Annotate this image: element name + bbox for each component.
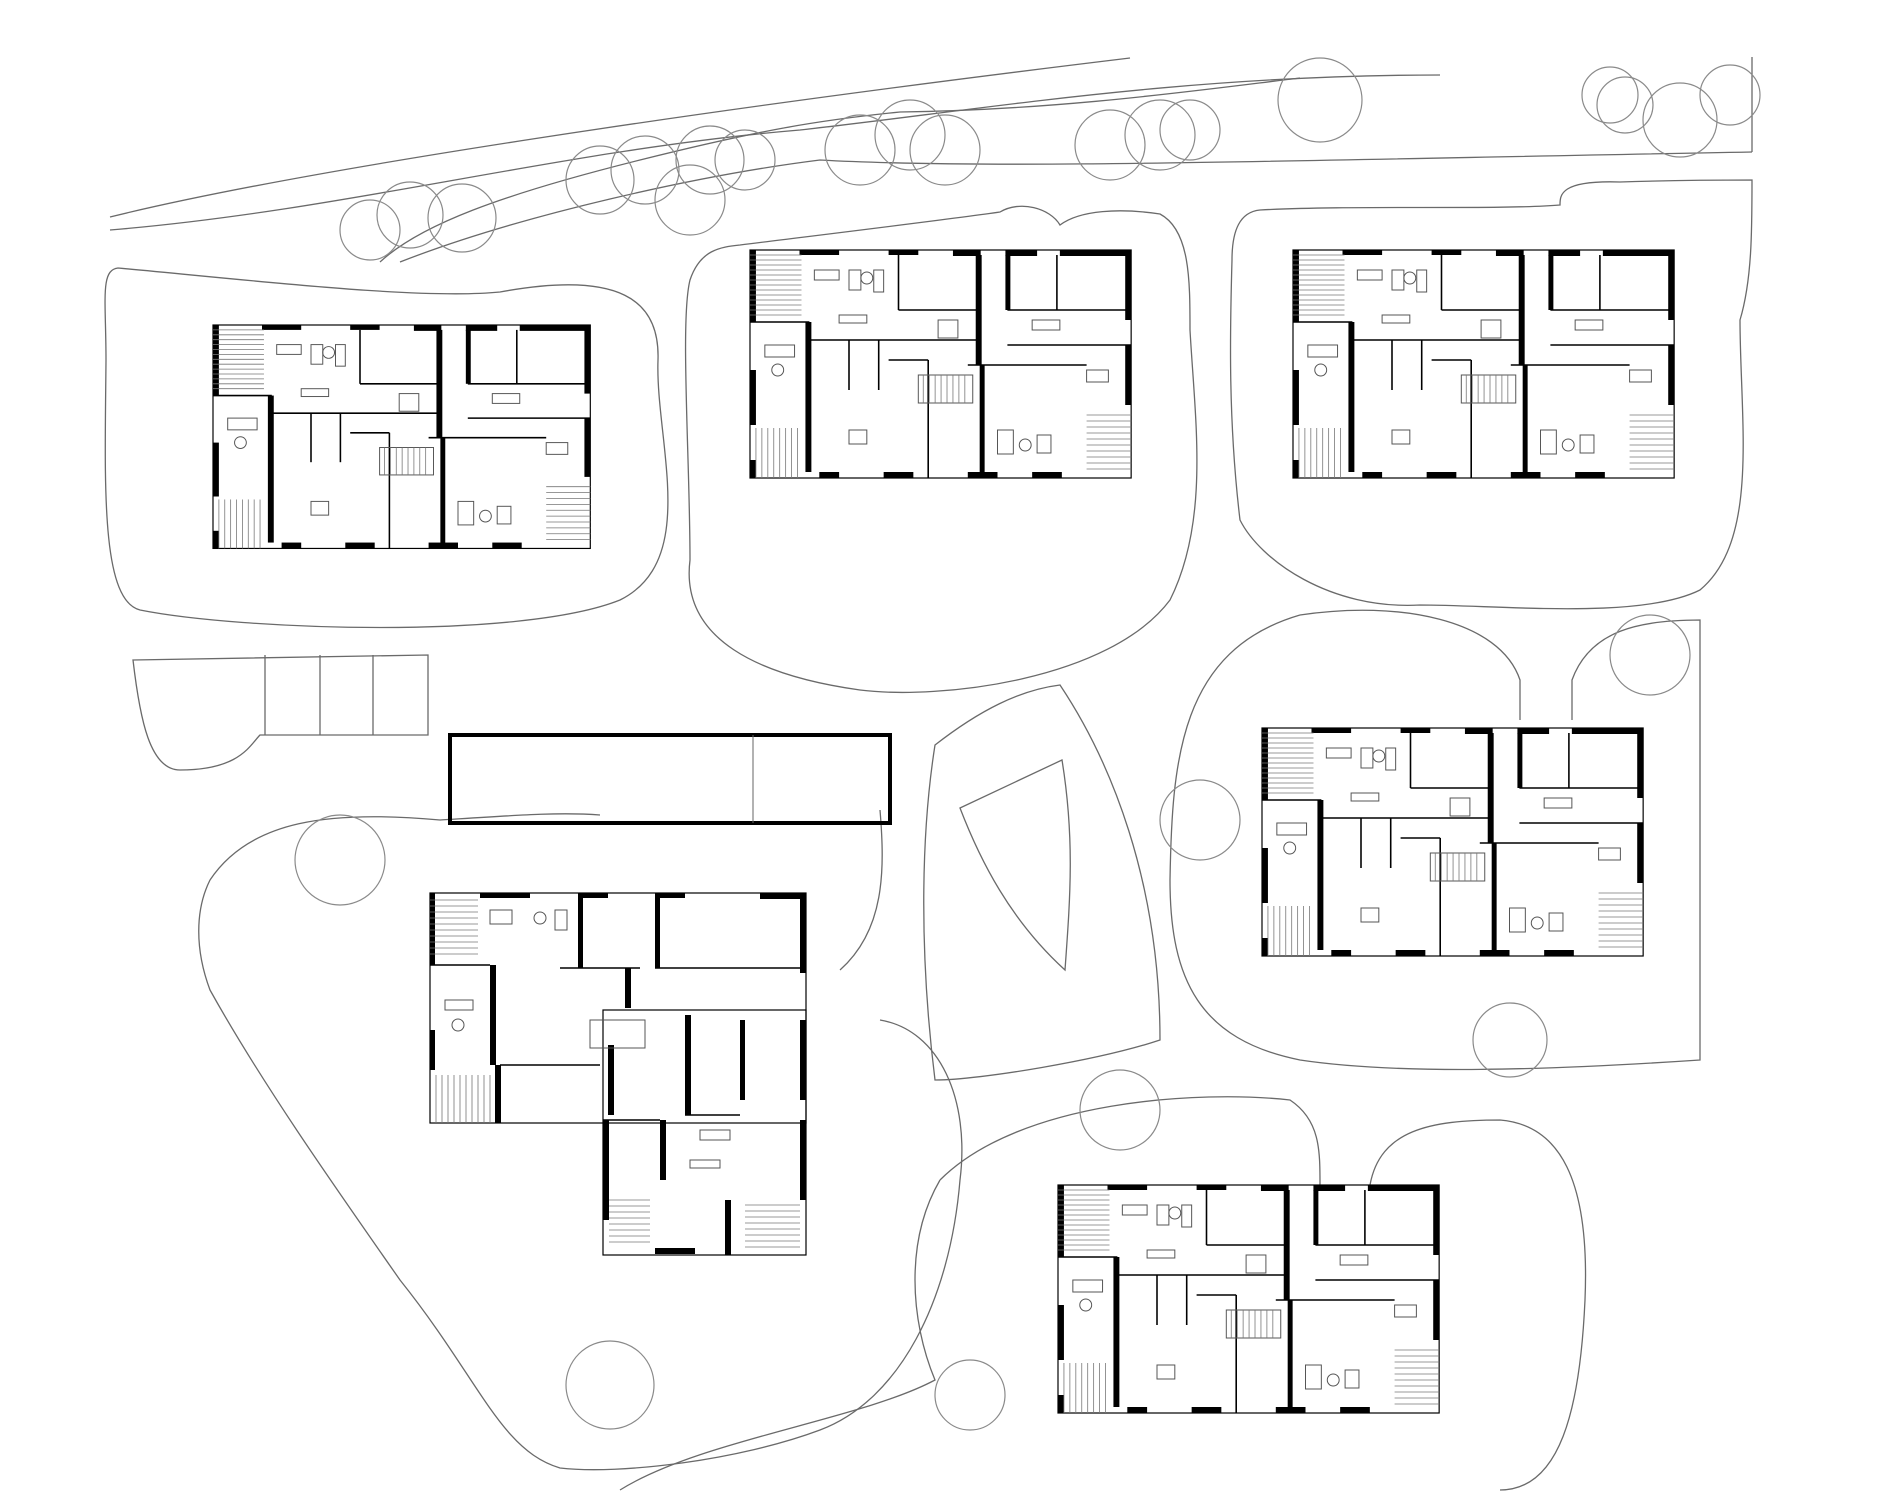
building-1 xyxy=(212,324,592,550)
roads-paths xyxy=(104,57,1753,1491)
building-2 xyxy=(749,249,1132,479)
building-4 xyxy=(1261,727,1644,957)
building-3 xyxy=(1292,249,1675,479)
building-6 xyxy=(1057,1184,1440,1414)
trees xyxy=(294,57,1761,1431)
building-5 xyxy=(429,892,807,1256)
